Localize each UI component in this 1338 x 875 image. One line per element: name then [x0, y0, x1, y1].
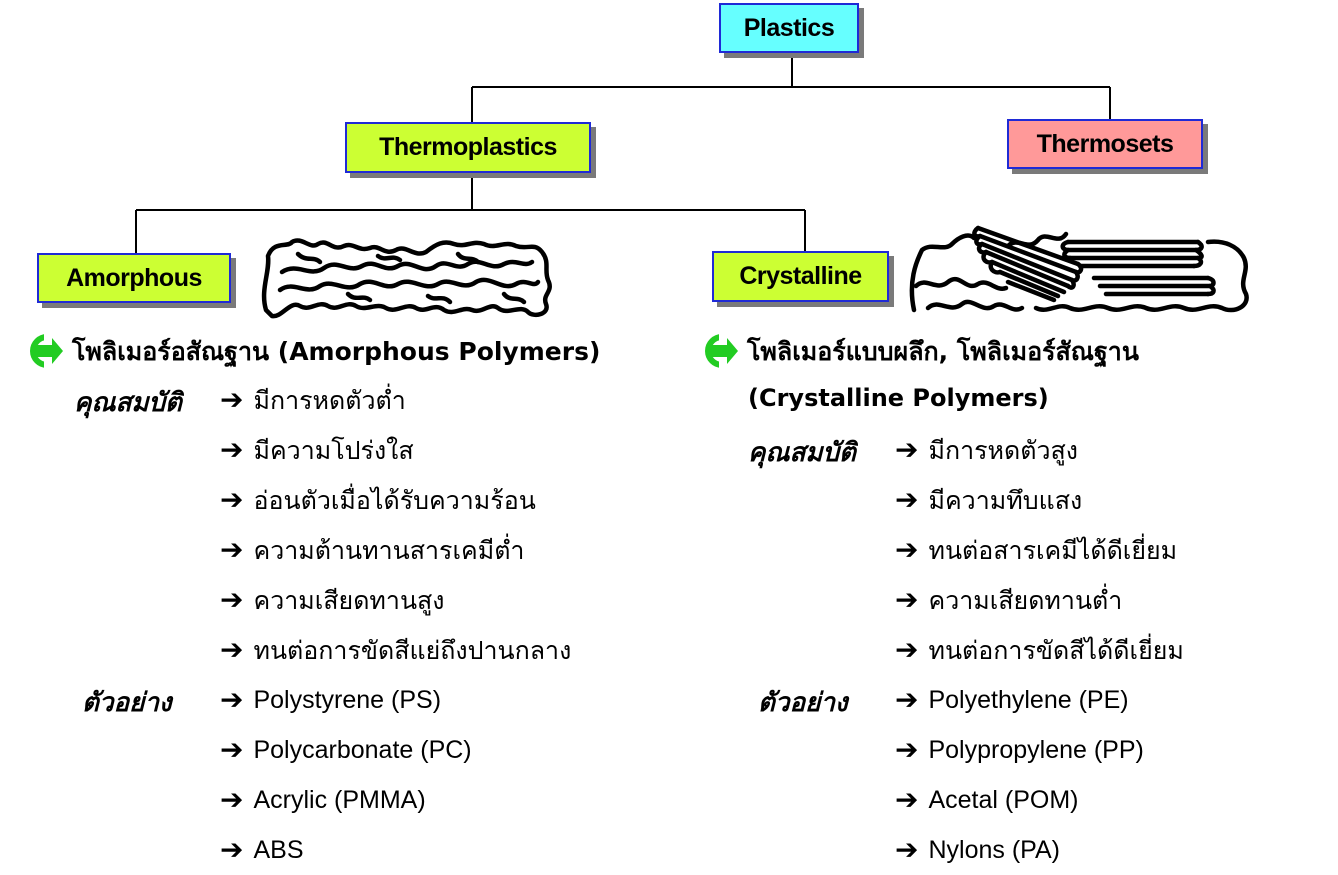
list-item: ➔Acetal (POM) [895, 783, 1079, 816]
right-arrow-icon: ➔ [895, 633, 919, 666]
plastics-node: Plastics [719, 3, 859, 53]
right-arrow-icon: ➔ [895, 433, 919, 466]
amorphous-node-label: Amorphous [66, 263, 202, 292]
right-arrow-icon: ➔ [220, 733, 244, 766]
right-arrow-icon: ➔ [220, 583, 244, 616]
right-arrow-icon: ➔ [895, 583, 919, 616]
right-arrow-icon: ➔ [220, 683, 244, 716]
right-arrow-icon: ➔ [220, 633, 244, 666]
list-item: ➔Acrylic (PMMA) [220, 783, 426, 816]
thermoplastics-node: Thermoplastics [345, 122, 591, 173]
circle-arrow-icon [30, 334, 64, 368]
list-item: ➔ความเสียดทานต่ำ [895, 583, 1123, 616]
crystalline-examples-label: ตัวอย่าง [758, 688, 848, 718]
amorphous-examples-label: ตัวอย่าง [82, 688, 172, 718]
thermosets-node-label: Thermosets [1036, 129, 1174, 158]
right-arrow-icon: ➔ [895, 533, 919, 566]
right-arrow-icon: ➔ [220, 533, 244, 566]
right-arrow-icon: ➔ [220, 783, 244, 816]
list-item: ➔ทนต่อการขัดสีแย่ถึงปานกลาง [220, 633, 572, 666]
thermoplastics-node-label: Thermoplastics [379, 133, 557, 161]
list-item: ➔ทนต่อสารเคมีได้ดีเยี่ยม [895, 533, 1178, 566]
circle-arrow-icon [705, 334, 739, 368]
right-arrow-icon: ➔ [895, 733, 919, 766]
right-arrow-icon: ➔ [220, 433, 244, 466]
plastics-node-label: Plastics [743, 13, 835, 42]
list-item: ➔ทนต่อการขัดสีได้ดีเยี่ยม [895, 633, 1184, 666]
list-item: ➔ความเสียดทานสูง [220, 583, 445, 616]
list-item: ➔Polypropylene (PP) [895, 733, 1144, 766]
list-item: ➔Polyethylene (PE) [895, 683, 1129, 716]
list-item: ➔Polycarbonate (PC) [220, 733, 472, 766]
amorphous-properties-label: คุณสมบัติ [74, 388, 182, 418]
right-arrow-icon: ➔ [220, 833, 244, 866]
list-item: ➔มีความโปร่งใส [220, 433, 414, 466]
list-item: ➔มีการหดตัวต่ำ [220, 383, 406, 416]
crystalline-subheading: (Crystalline Polymers) [748, 384, 1049, 412]
list-item: ➔อ่อนตัวเมื่อได้รับความร้อน [220, 483, 536, 516]
right-arrow-icon: ➔ [895, 683, 919, 716]
list-item: ➔ความต้านทานสารเคมีต่ำ [220, 533, 525, 566]
list-item: ➔ABS [220, 833, 304, 866]
crystalline-properties-label: คุณสมบัติ [748, 438, 856, 468]
list-item: ➔Nylons (PA) [895, 833, 1060, 866]
right-arrow-icon: ➔ [220, 383, 244, 416]
thermosets-node: Thermosets [1007, 119, 1203, 169]
list-item: ➔มีความทึบแสง [895, 483, 1083, 516]
amorphous-heading: โพลิเมอร์อสัณฐาน (Amorphous Polymers) [30, 334, 600, 368]
list-item: ➔มีการหดตัวสูง [895, 433, 1079, 466]
right-arrow-icon: ➔ [895, 783, 919, 816]
amorphous-structure-illustration [261, 238, 552, 319]
crystalline-node: Crystalline [712, 251, 889, 302]
crystalline-heading: โพลิเมอร์แบบผลึก, โพลิเมอร์สัณฐาน [705, 334, 1139, 368]
amorphous-node: Amorphous [37, 253, 231, 303]
list-item: ➔Polystyrene (PS) [220, 683, 442, 716]
right-arrow-icon: ➔ [220, 483, 244, 516]
amorphous-heading-text: โพลิเมอร์อสัณฐาน (Amorphous Polymers) [72, 336, 601, 366]
crystalline-node-label: Crystalline [739, 262, 862, 290]
crystalline-structure-illustration [909, 225, 1249, 313]
right-arrow-icon: ➔ [895, 483, 919, 516]
right-arrow-icon: ➔ [895, 833, 919, 866]
crystalline-heading-text: โพลิเมอร์แบบผลึก, โพลิเมอร์สัณฐาน [747, 336, 1139, 366]
